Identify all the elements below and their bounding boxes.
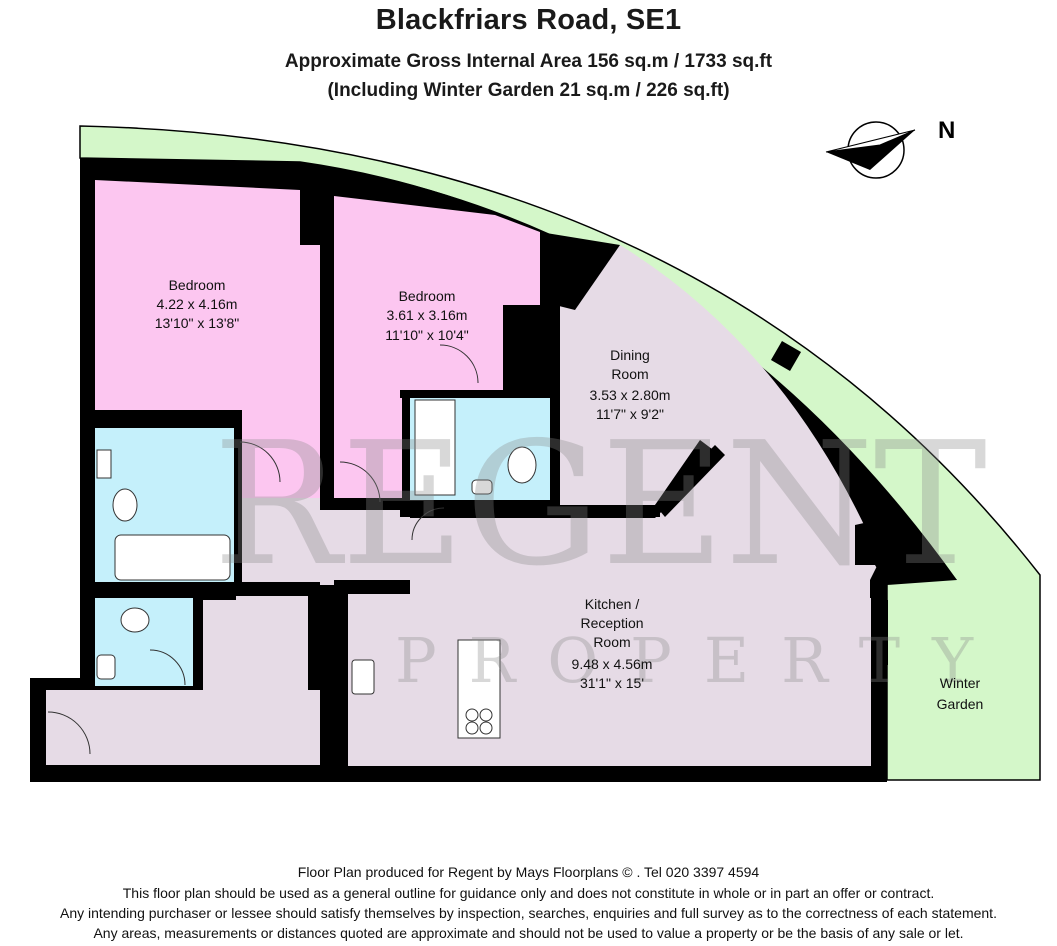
room-label-kitchen: Kitchen / Reception Room 9.48 x 4.56m 31…	[572, 596, 653, 691]
watermark-sub: PROPERTY	[395, 624, 1005, 697]
bedroom-2-floor	[334, 196, 540, 498]
footer-disclaimer-3: Any areas, measurements or distances quo…	[93, 925, 964, 941]
kitchen-inner	[346, 598, 871, 766]
room-label-bedroom-1: Bedroom 4.22 x 4.16m 13'10" x 13'8"	[155, 277, 240, 331]
bedroom-1-floor	[95, 180, 323, 498]
room-label-bedroom-2: Bedroom 3.61 x 3.16m 11'10" x 10'4"	[385, 288, 469, 343]
winter-garden-name-1: Winter	[940, 675, 981, 691]
bedroom-1-metric: 4.22 x 4.16m	[157, 296, 238, 312]
north-label: N	[938, 117, 955, 144]
dining-name-1: Dining	[610, 347, 650, 363]
room-label-dining: Dining Room 3.53 x 2.80m 11'7" x 9'2"	[590, 347, 671, 422]
hall-area	[46, 498, 410, 765]
bedroom-2-name: Bedroom	[399, 288, 456, 304]
floor-plan: REGENT PROPERTY N Bedroom 4.22 x 4.16m 1…	[30, 117, 1041, 782]
north-compass: N	[825, 117, 955, 179]
winter-garden-name-2: Garden	[937, 696, 984, 712]
dining-imperial: 11'7" x 9'2"	[596, 406, 664, 422]
kitchen-name-1: Kitchen /	[585, 596, 640, 612]
door-swings	[47, 344, 479, 755]
dining-name-2: Room	[611, 366, 648, 382]
dining-metric: 3.53 x 2.80m	[590, 387, 671, 403]
kitchen-imperial: 31'1" x 15'	[580, 675, 644, 691]
kitchen-name-2: Reception	[580, 615, 643, 631]
footer-disclaimer-1: This floor plan should be used as a gene…	[122, 885, 935, 901]
gross-area-line: Approximate Gross Internal Area 156 sq.m…	[284, 51, 773, 72]
bedroom-2-imperial: 11'10" x 10'4"	[385, 327, 469, 343]
kitchen-metric: 9.48 x 4.56m	[572, 656, 653, 672]
watermark-brand: REGENT	[213, 406, 987, 604]
kitchen-name-3: Room	[593, 634, 630, 650]
internal-walls	[80, 180, 957, 766]
room-label-winter-garden: Winter Garden	[937, 675, 984, 712]
bedroom-2-metric: 3.61 x 3.16m	[387, 307, 468, 323]
bedroom-1-name: Bedroom	[169, 277, 226, 293]
plan-title: Blackfriars Road, SE1	[375, 4, 682, 36]
fixtures	[96, 399, 537, 739]
footer-disclaimer-2: Any intending purchaser or lessee should…	[60, 905, 997, 921]
bedroom-1-imperial: 13'10" x 13'8"	[155, 315, 240, 331]
footer-credit: Floor Plan produced for Regent by Mays F…	[297, 864, 760, 880]
winter-garden-area-line: (Including Winter Garden 21 sq.m / 226 s…	[327, 80, 730, 101]
